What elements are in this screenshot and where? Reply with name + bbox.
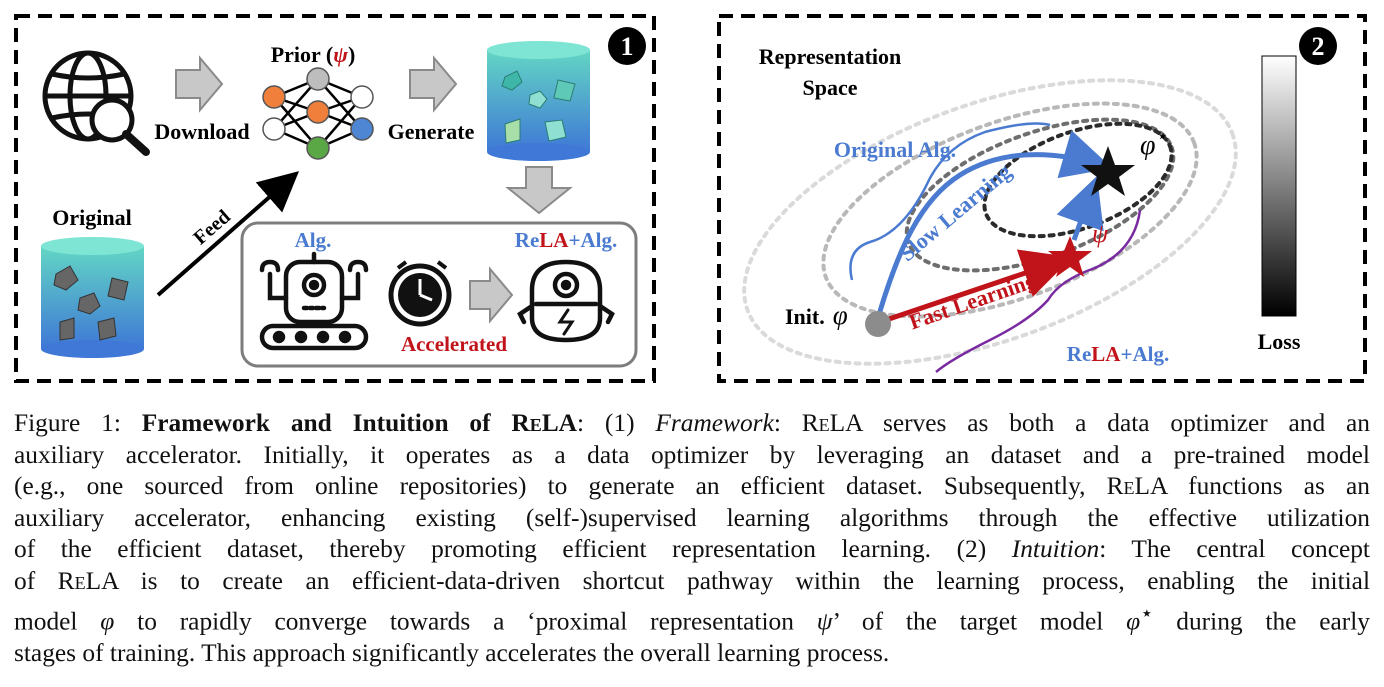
panel2-frame (717, 14, 1367, 383)
representation-space-label-line2: Space (803, 75, 858, 100)
globe-search-icon (42, 50, 150, 156)
accelerated-label: Accelerated (401, 332, 507, 356)
representation-space-label-line1: Representation (759, 44, 902, 69)
panel1-badge: 1 (608, 27, 646, 65)
accelerated-robot-icon (517, 259, 615, 343)
slow-learning-path (875, 130, 1113, 319)
caption-line-5: of the efficient dataset, thereby promot… (14, 535, 1370, 564)
svg-text:2: 2 (1312, 32, 1325, 61)
generate-label: Generate (388, 119, 475, 144)
original-label: Original (52, 205, 131, 230)
arrow-download-icon (175, 55, 224, 113)
caption-line-8: stages of training. This approach signif… (14, 638, 890, 667)
arrow-down-icon (505, 166, 573, 215)
download-label: Download (154, 119, 249, 144)
loss-colorbar (1261, 55, 1297, 317)
caption-line-7: model φ to rapidly converge towards a ‘p… (14, 600, 1370, 636)
rela-alg-brace (935, 209, 1142, 373)
feed-arrow (156, 171, 300, 297)
target-star-icon (1081, 146, 1135, 196)
rela-alg-label-2: ReLA+Alg. (1067, 342, 1169, 366)
algorithm-box (240, 221, 638, 368)
init-point (865, 311, 891, 337)
original-alg-brace (849, 122, 1051, 281)
robot-arms-icon (259, 251, 369, 351)
caption-line-4: auxiliary accelerator, enhancing existin… (14, 503, 1370, 532)
proximal-star-icon (1048, 236, 1092, 277)
efficient-dataset-cylinder-icon (487, 41, 590, 161)
loss-label: Loss (1258, 329, 1301, 354)
neural-network-icon (262, 67, 374, 160)
panel1-frame (14, 14, 656, 383)
alg-label: Alg. (295, 228, 332, 252)
original-alg-label: Original Alg. (834, 137, 956, 162)
arrow-accelerate-icon (469, 266, 514, 324)
panel2-badge: 2 (1299, 27, 1337, 65)
refine-arrow (1056, 175, 1104, 241)
arrow-generate-icon (409, 55, 458, 113)
loss-contours (742, 78, 1238, 366)
init-label: Init.φ (785, 300, 848, 330)
caption-line-6: of ReLA is to create an efficient-data-d… (14, 566, 1371, 595)
rela-alg-label-1: ReLA+Alg. (515, 228, 617, 252)
figure-caption: Figure 1: Framework and Intuition of ReL… (14, 408, 1370, 669)
caption-line-3: (e.g., one sourced from online repositor… (14, 472, 1370, 501)
caption-line-2: auxiliary accelerator. Initially, it ope… (14, 440, 1370, 469)
caption-line-1: Figure 1: Framework and Intuition of ReL… (14, 409, 1370, 437)
phi-star-label: φ⋆ (1140, 126, 1167, 161)
svg-text:1: 1 (621, 32, 634, 61)
original-dataset-cylinder-icon (41, 237, 144, 358)
stopwatch-icon (388, 260, 452, 327)
prior-label: Prior (ψ) (271, 42, 356, 67)
feed-label: Feed (189, 206, 234, 250)
psi-label: ψ (1092, 219, 1109, 248)
fast-learning-path (879, 249, 1073, 325)
figure-diagram: 1 Download Prior (ψ) Gene (14, 14, 1367, 383)
